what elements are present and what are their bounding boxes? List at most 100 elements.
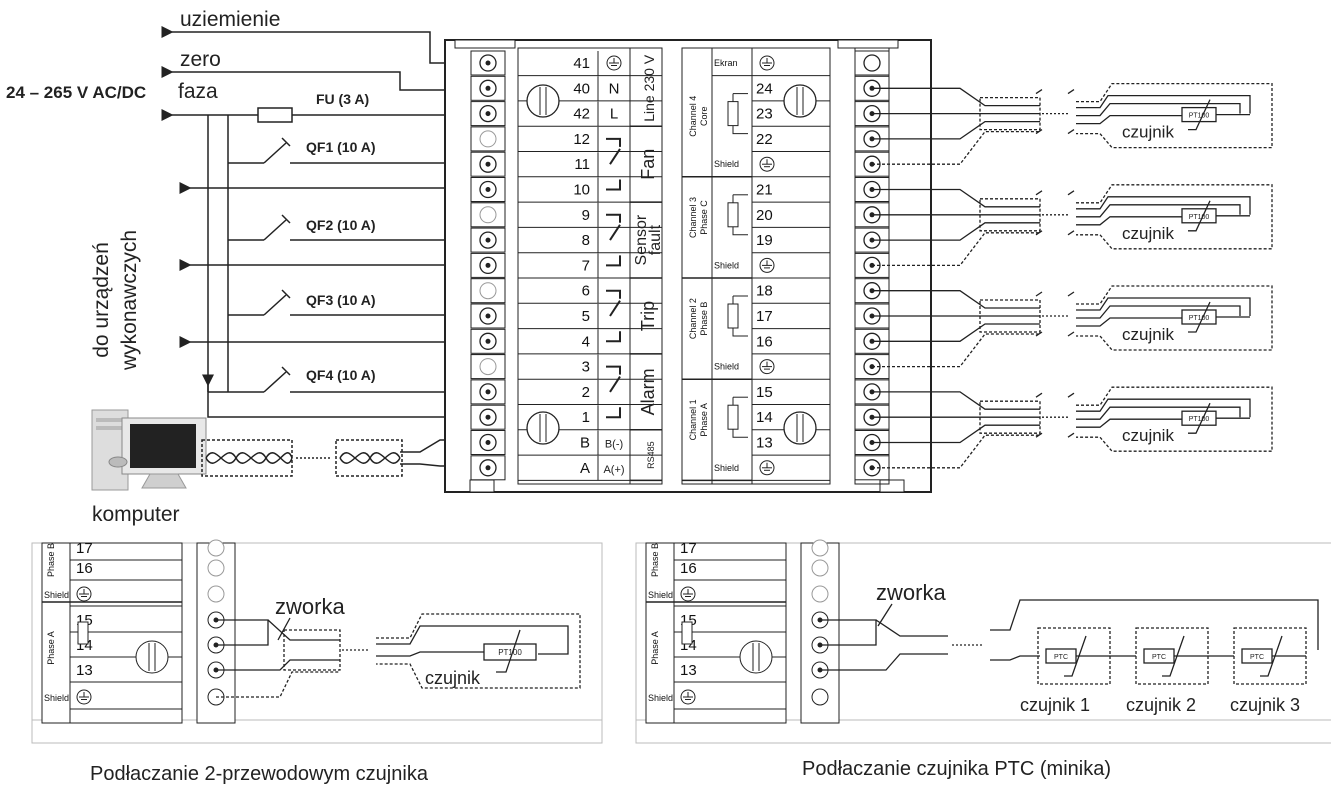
terminal-number-9: 9	[582, 207, 590, 224]
left-screw-terminal-5	[470, 303, 506, 329]
sensor-cable-3: PT100 czujnik	[872, 184, 1273, 267]
ptc-sensor-3-label: czujnik 3	[1230, 695, 1300, 715]
phase-label-1: Phase C	[699, 200, 709, 235]
left-screw-terminal-40	[470, 75, 506, 101]
right-screw-terminal-4	[854, 151, 890, 177]
rs485-a-mark: A(+)	[603, 464, 624, 476]
jumper-label: zworka	[275, 594, 345, 619]
controller-housing	[444, 39, 932, 493]
svg-text:Phase A: Phase A	[650, 631, 660, 665]
terminal-number-41: 41	[573, 55, 590, 72]
svg-text:Shield: Shield	[44, 693, 69, 703]
terminal-number-14: 14	[756, 409, 773, 426]
qf2-label: QF2 (10 A)	[306, 217, 376, 233]
left-screw-terminal-2	[470, 379, 506, 405]
shield-label: Shield	[714, 159, 739, 169]
rtd-symbol-icon	[727, 396, 748, 438]
computer-icon	[91, 409, 207, 491]
caption-2wire: Podłaczanie 2-przewodowym czujnika	[90, 763, 429, 785]
channel-label-2: Channel 2	[688, 298, 698, 339]
devices-label-line1: do urządzeń	[90, 242, 113, 358]
relay-contact-icon	[606, 137, 621, 191]
sensor-label: czujnik	[1122, 325, 1174, 344]
zero-label: zero	[180, 48, 221, 71]
terminal-number-22: 22	[756, 131, 773, 148]
left-screw-terminal-4	[470, 328, 506, 354]
shield-label: Shield	[714, 362, 739, 372]
sensor-cables: PT100czujnikPT100czujnikPT100czujnikPT10…	[872, 82, 1273, 469]
left-screw-terminal-41	[470, 50, 506, 76]
left-screw-terminal-A	[470, 455, 506, 481]
terminal-number-A: A	[580, 460, 590, 477]
terminal-number-5: 5	[582, 308, 590, 325]
terminal-number-18: 18	[756, 283, 773, 300]
left-screw-terminal-7	[470, 252, 506, 278]
channel-label-3: Channel 1	[688, 399, 698, 440]
ground-label: uziemienie	[180, 8, 280, 31]
rs485-cable	[201, 439, 475, 477]
terminal-number-21: 21	[756, 182, 773, 199]
terminal-number-19: 19	[756, 232, 773, 249]
qf3-label: QF3 (10 A)	[306, 292, 376, 308]
left-screw-terminal-42	[470, 101, 506, 127]
phase-label-2: Phase B	[699, 302, 709, 336]
terminal-number-B: B	[580, 435, 590, 452]
ptc-sensor-1-label: czujnik 1	[1020, 695, 1090, 715]
terminal-number-4: 4	[582, 333, 590, 350]
channel-label-0: Channel 4	[688, 96, 698, 137]
left-terminal-block	[470, 50, 506, 481]
terminal-number-24: 24	[756, 80, 773, 97]
terminal-number-40: 40	[573, 80, 590, 97]
right-screw-terminal-0	[854, 50, 890, 76]
sensor-label: czujnik	[1122, 224, 1174, 243]
group-label-1: Fan	[638, 149, 658, 180]
rs485-b-mark: B(-)	[605, 439, 623, 451]
pt100-label: PT100	[1189, 416, 1210, 423]
qf1-label: QF1 (10 A)	[306, 139, 376, 155]
svg-text:Shield: Shield	[44, 590, 69, 600]
terminal-number-20: 20	[756, 207, 773, 224]
ptc-label: PTC	[1054, 654, 1068, 661]
relay-contact-icon	[606, 289, 621, 343]
qf4-label: QF4 (10 A)	[306, 367, 376, 383]
devices-label-line2: wykonawczych	[118, 230, 141, 371]
group-label-4: Alarm	[638, 368, 658, 415]
channel-label-1: Channel 3	[688, 197, 698, 238]
terminal-number-11: 11	[574, 156, 590, 173]
phase-label-3: Phase A	[699, 403, 709, 437]
terminal-number-8: 8	[582, 232, 590, 249]
rtd-symbol-icon	[727, 295, 748, 337]
terminal-number-3: 3	[582, 359, 590, 376]
relay-contact-icon	[606, 213, 621, 267]
ekran-label: Ekran	[714, 58, 738, 68]
svg-text:PT100: PT100	[498, 648, 522, 657]
svg-text:Phase B: Phase B	[46, 543, 56, 577]
ptc-label: PTC	[1250, 654, 1264, 661]
terminal-number-7: 7	[582, 257, 590, 274]
sensor-label-detail: czujnik	[425, 668, 481, 688]
terminal-number-6: 6	[582, 283, 590, 300]
fuse-label: FU (3 A)	[316, 91, 369, 107]
terminal-number-12: 12	[573, 131, 590, 148]
group-label-3: Trip	[638, 301, 658, 331]
left-screw-terminal-B	[470, 430, 506, 455]
detail-terminal-16: 16	[76, 560, 93, 577]
left-screw-terminal-8	[470, 227, 506, 253]
pt100-label: PT100	[1189, 113, 1210, 120]
svg-text:fault: fault	[647, 224, 664, 255]
jumper-label-ptc: zworka	[876, 580, 946, 605]
group-label-sensor-fault: Sensor	[633, 214, 650, 265]
ptc-sensor-2-label: czujnik 2	[1126, 695, 1196, 715]
terminal-number-10: 10	[573, 182, 590, 199]
supply-voltage-label: 24 – 265 V AC/DC	[6, 83, 146, 102]
pt100-label: PT100	[1189, 214, 1210, 221]
left-screw-terminal-10	[470, 177, 506, 202]
computer-label: komputer	[92, 503, 180, 526]
